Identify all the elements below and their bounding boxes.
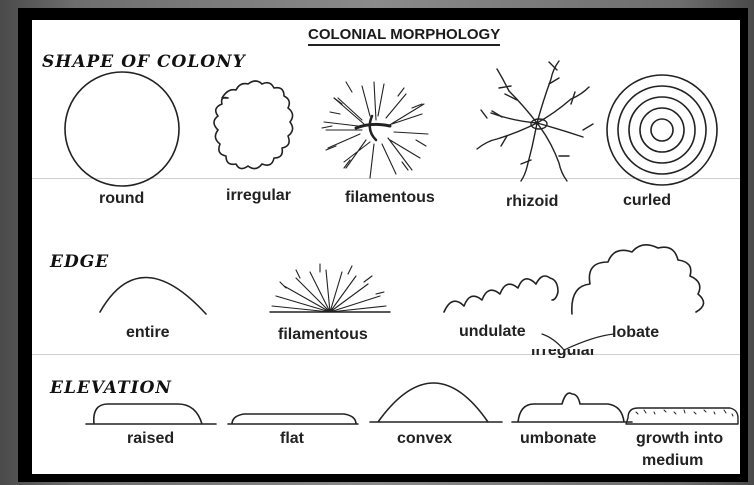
- label-flat: flat: [280, 430, 304, 448]
- label-irregular-group: irregular: [531, 349, 596, 358]
- colony-rhizoid-drawing: [477, 61, 593, 181]
- label-round: round: [99, 190, 144, 208]
- label-curled: curled: [623, 192, 671, 210]
- colony-filamentous-drawing: [322, 82, 428, 178]
- elevation-growth-into-medium-drawing: [626, 408, 738, 424]
- elevation-raised-drawing: [86, 404, 216, 424]
- label-rhizoid: rhizoid: [506, 193, 558, 211]
- colony-curled-drawing: [607, 75, 717, 185]
- label-filamentous: filamentous: [345, 189, 435, 207]
- irregular-bracket: [542, 334, 614, 350]
- colony-irregular-drawing: [214, 81, 293, 169]
- label-lobate: lobate: [612, 324, 659, 342]
- edge-entire-drawing: [100, 277, 206, 314]
- elevation-convex-drawing: [370, 383, 502, 422]
- elevation-flat-drawing: [228, 414, 358, 424]
- label-entire: entire: [126, 324, 170, 342]
- colony-round-drawing: [65, 72, 179, 186]
- elevation-umbonate-drawing: [512, 393, 632, 422]
- edge-undulate-drawing: [444, 276, 558, 312]
- label-umbonate: umbonate: [520, 430, 596, 448]
- label-edge-filamentous: filamentous: [278, 326, 368, 344]
- label-raised: raised: [127, 430, 174, 448]
- label-medium: medium: [642, 452, 703, 470]
- label-convex: convex: [397, 430, 452, 448]
- diagram-panel: COLONIAL MORPHOLOGY SHAPE OF COLONY EDGE…: [32, 20, 740, 474]
- morphology-drawings: [32, 20, 740, 474]
- edge-lobate-drawing: [572, 245, 704, 314]
- label-growth-into: growth into: [636, 430, 723, 448]
- label-undulate: undulate: [459, 323, 526, 341]
- label-irregular-group-text: irregular: [531, 349, 596, 358]
- label-irregular: irregular: [226, 187, 291, 205]
- edge-filamentous-drawing: [270, 264, 390, 312]
